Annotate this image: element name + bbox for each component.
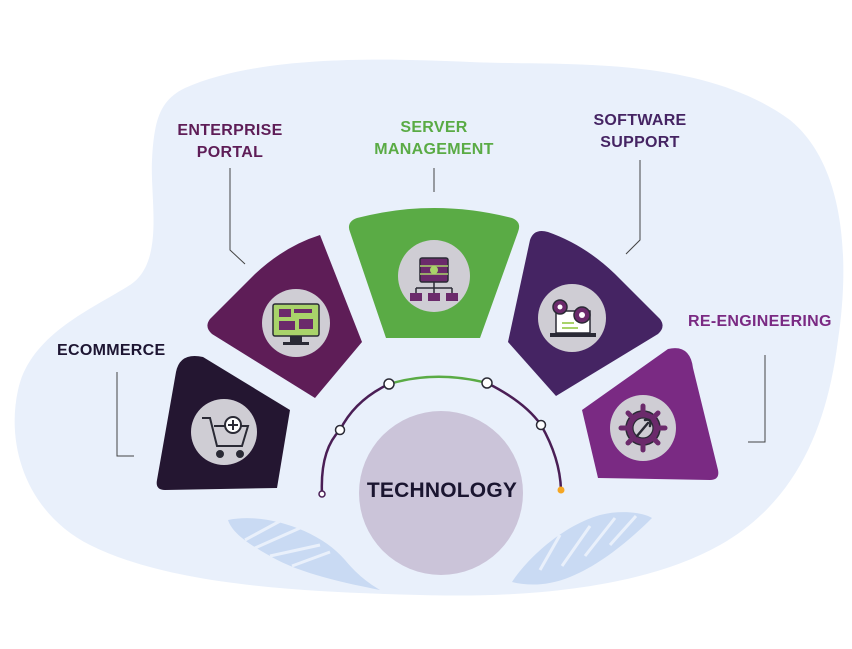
shopping-cart-icon — [202, 416, 250, 458]
center-title: TECHNOLOGY — [366, 479, 518, 502]
server-network-icon — [410, 257, 458, 301]
label-enterprise-portal: ENTERPRISE PORTAL — [177, 122, 283, 161]
icon-circle-ecommerce — [191, 399, 257, 465]
label-re-engineering: RE-ENGINEERING — [688, 313, 832, 330]
leaf-left-decoration — [228, 518, 380, 590]
center-circle — [359, 411, 523, 575]
connector-line-enterprise-portal — [229, 168, 246, 265]
connector-line-re-engineering — [748, 355, 766, 443]
arc-nodes — [318, 377, 565, 498]
connector-line-ecommerce — [116, 372, 134, 457]
connector-line-software-support — [625, 160, 641, 255]
gear-wrench-icon — [618, 403, 668, 453]
label-software-support: SOFTWARE SUPPORT — [593, 112, 687, 151]
leaf-right-decoration — [512, 512, 652, 585]
dashboard-monitor-icon — [272, 303, 320, 345]
laptop-gears-icon — [550, 299, 596, 337]
label-server-management: SERVER MANAGEMENT — [374, 119, 494, 158]
label-ecommerce: ECOMMERCE — [57, 342, 166, 359]
